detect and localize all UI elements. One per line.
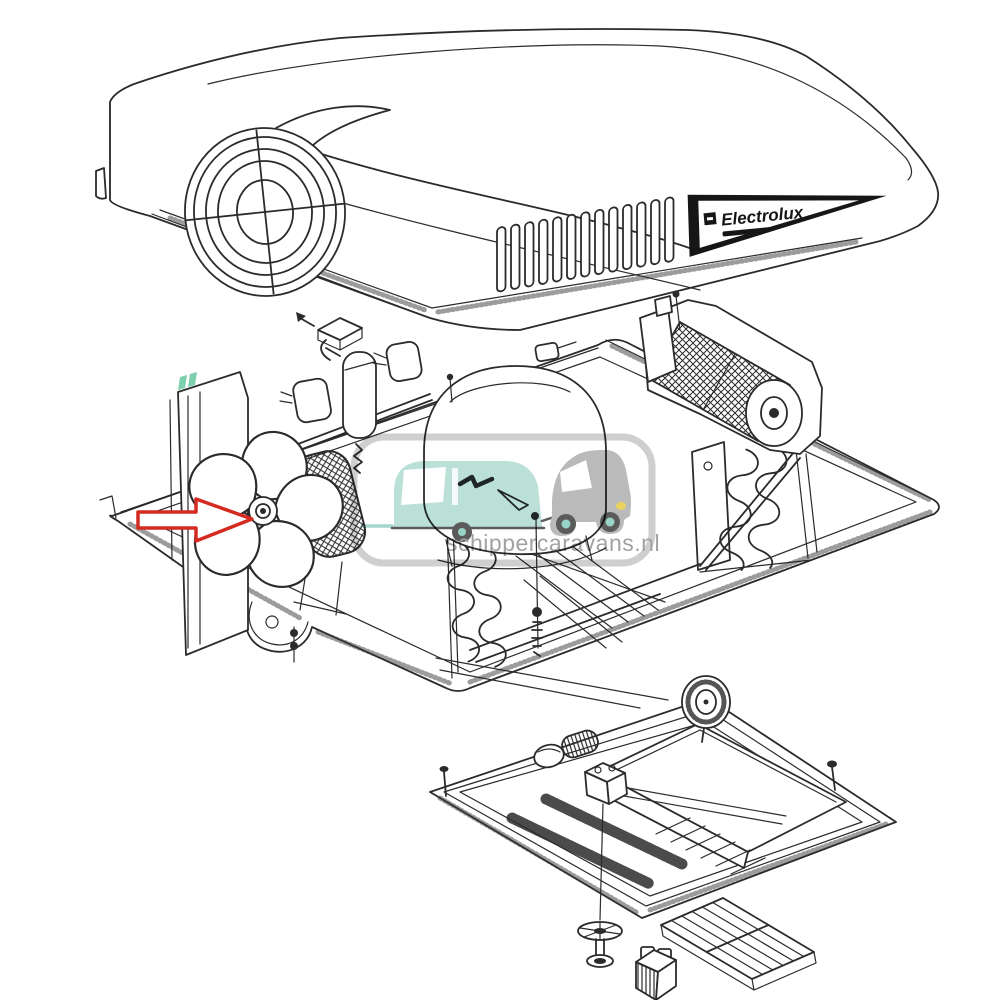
rubber-grommet-left <box>279 377 332 424</box>
watermark-frame <box>350 433 656 567</box>
screw-below-fan <box>290 626 298 663</box>
cover-fan-grille <box>184 127 346 297</box>
vent-grille-panel <box>660 897 817 991</box>
cover-louver-vents <box>496 196 675 293</box>
rotary-knob <box>577 921 623 968</box>
evaporator-coil <box>435 522 701 709</box>
mounting-clamp <box>296 312 363 351</box>
roof-cover: Electrolux <box>95 28 940 331</box>
watermark: schippercaravans.nl <box>350 433 660 567</box>
frame-screw-right <box>827 760 837 791</box>
long-pin <box>599 803 604 921</box>
badge-subtext-bar <box>722 227 771 237</box>
electrolux-badge: Electrolux <box>687 194 887 257</box>
watermark-car <box>550 450 631 536</box>
red-pointer-arrow <box>136 497 254 543</box>
fan-hub <box>248 496 278 526</box>
condenser-coil <box>691 441 818 573</box>
car-headlight <box>616 502 626 510</box>
ceiling-diffuser <box>681 675 731 743</box>
blower-wheel <box>639 290 823 455</box>
control-valve-block <box>584 762 628 921</box>
green-highlight-mark <box>178 372 197 390</box>
watermark-text: schippercaravans.nl <box>446 530 660 556</box>
supply-air-grilles <box>506 793 766 890</box>
drain-lobe <box>248 601 309 646</box>
ceiling-unit-assembly <box>429 675 897 1000</box>
watermark-caravan <box>390 461 556 542</box>
knurled-knob <box>561 729 599 759</box>
rubber-grommet-right <box>372 341 423 382</box>
connector-block <box>635 946 677 1000</box>
frame-screw-left <box>439 766 449 797</box>
badge-pennant-inner <box>698 200 859 248</box>
cover-left-foot <box>95 167 107 200</box>
